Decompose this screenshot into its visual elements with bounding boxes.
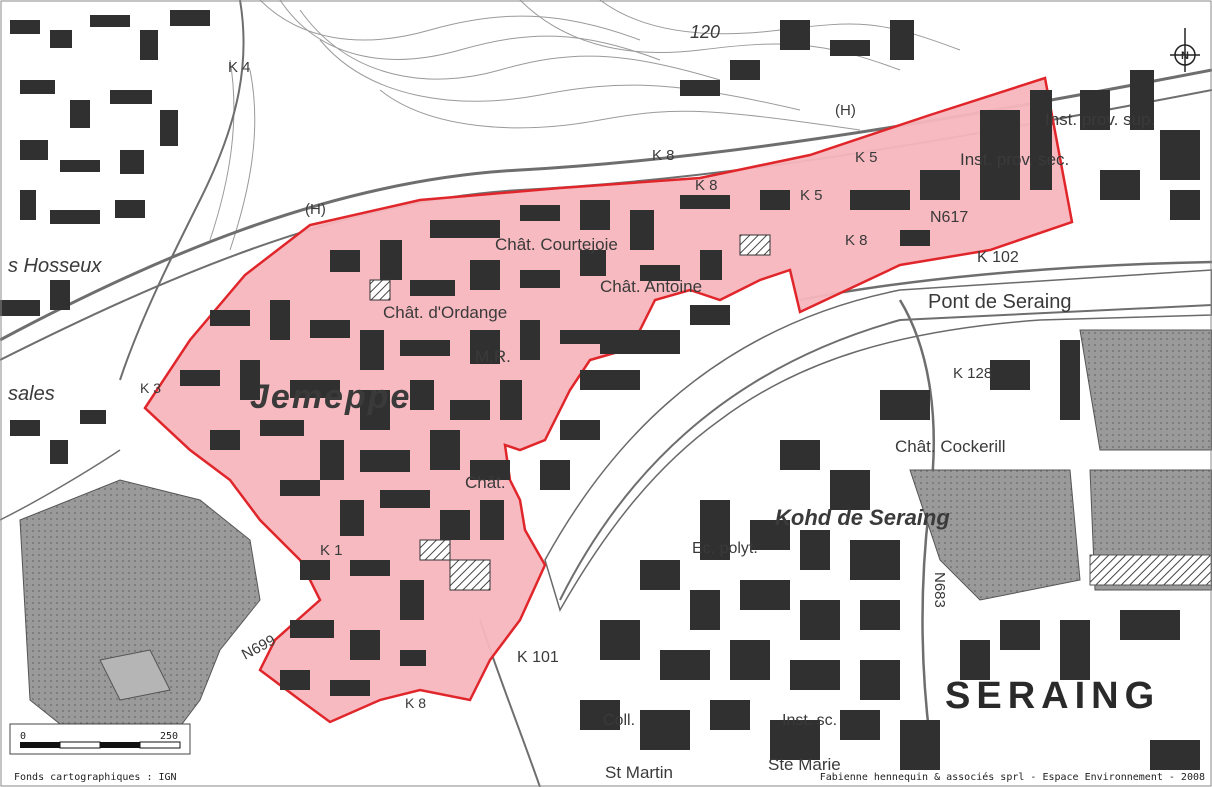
place-label-sales: sales xyxy=(8,383,55,405)
area-label-jemeppe: Jemeppe xyxy=(250,378,411,416)
label-chat-lower: Chât. xyxy=(465,473,506,492)
scale-label-mid: 250 xyxy=(160,731,178,742)
map-labels: 120 K 4 K 8 K 8 K 8 K 8 K 5 K 5 K 102 K … xyxy=(8,22,1160,782)
road-label-k8-c: K 8 xyxy=(845,232,868,249)
label-chat-ordange: Chât. d'Ordange xyxy=(383,303,507,322)
credits: Fonds cartographiques : IGN Fabienne hen… xyxy=(14,771,1205,783)
road-label-k5-a: K 5 xyxy=(855,149,878,166)
credit-right: Fabienne hennequin & associés sprl - Esp… xyxy=(820,771,1205,783)
label-chat-courtejoie: Chât. Courtejoie xyxy=(495,235,618,254)
label-ste-marie: Ste Marie xyxy=(768,755,841,774)
town-label-seraing: SERAING xyxy=(945,675,1160,717)
scale-bar: 0 250 xyxy=(9,723,191,755)
road-label-k1: K 1 xyxy=(320,542,343,559)
road-label-n617: N617 xyxy=(930,209,968,226)
road-label-k5-b: K 5 xyxy=(800,187,823,204)
label-inst-sc: Inst. sc. xyxy=(782,712,837,729)
north-symbol: N xyxy=(1181,50,1189,62)
label-chat-antoine: Chât. Antoine xyxy=(600,277,702,296)
label-inst-prov-sup: Inst. prov. sup. xyxy=(1045,110,1155,129)
label-inst-prov-sec: Inst. prov. sec. xyxy=(960,150,1069,169)
hatched-plots xyxy=(369,234,771,591)
scale-label-min: 0 xyxy=(20,731,26,742)
road-label-k128: K 128 xyxy=(953,365,992,382)
contour-label: 120 xyxy=(690,22,720,42)
label-ec-polyt: Ec. polyt. xyxy=(692,540,758,557)
road-label-k8-d: K 8 xyxy=(405,695,426,711)
label-st-martin: St Martin xyxy=(605,763,673,782)
road-label-k8-b: K 8 xyxy=(695,177,718,194)
road-label-k4: K 4 xyxy=(228,59,251,76)
credit-left: Fonds cartographiques : IGN xyxy=(14,772,177,783)
label-kohd-de-seraing: Kohd de Seraing xyxy=(775,505,950,530)
label-pont-de-seraing: Pont de Seraing xyxy=(928,291,1071,313)
place-label-hosseux: s Hosseux xyxy=(8,255,102,277)
label-heliport-2: (H) xyxy=(835,102,856,119)
road-label-k8-a: K 8 xyxy=(652,147,675,164)
north-arrow-icon: N xyxy=(1170,28,1200,72)
buildings xyxy=(0,10,1200,770)
industrial-areas xyxy=(19,329,1212,741)
label-mr: M.R. xyxy=(475,347,511,366)
road-label-n683: N683 xyxy=(931,572,948,608)
road-label-k3: K 3 xyxy=(140,380,161,396)
road-label-k102: K 102 xyxy=(977,249,1019,266)
label-coll: Coll. xyxy=(603,712,635,729)
label-chat-cockerill: Chât. Cockerill xyxy=(895,437,1006,456)
label-heliport-1: (H) xyxy=(305,201,326,218)
road-label-k101: K 101 xyxy=(517,649,559,666)
